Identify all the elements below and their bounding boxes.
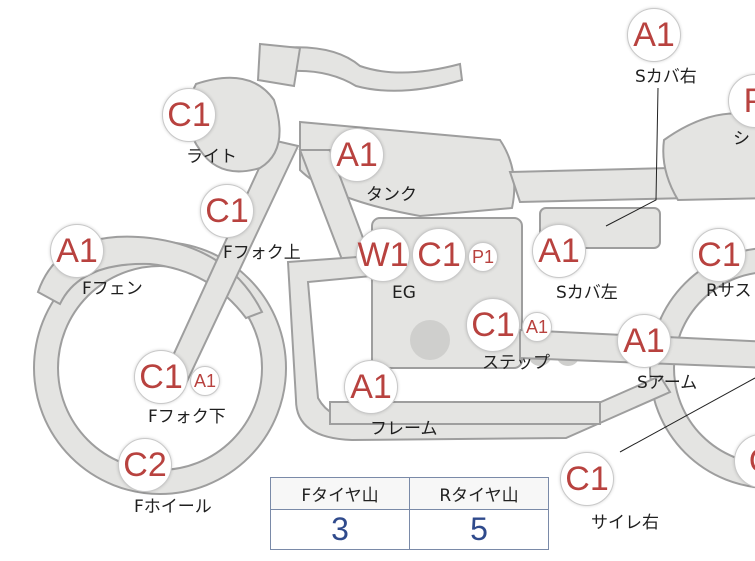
- tire-tread-header-row: Fタイヤ山 Rタイヤ山: [270, 477, 549, 510]
- badge-silencer-right: C1: [560, 452, 614, 506]
- label-silencer-right: サイレ右: [591, 513, 659, 533]
- badge-front-wheel: C2: [118, 438, 172, 492]
- badge-s-arm: A1: [617, 314, 671, 368]
- badge-engine-c: C1: [412, 228, 466, 282]
- badge-rear-sus: C1: [692, 228, 746, 282]
- label-frame: フレーム: [370, 419, 438, 439]
- leader-line-silencer: [619, 377, 755, 453]
- rear-tire-tread-header: Rタイヤ山: [409, 477, 549, 510]
- rear-tire-tread-value: 5: [409, 509, 549, 550]
- label-step: ステップ: [482, 353, 550, 373]
- front-tire-tread-value: 3: [270, 509, 410, 550]
- badge-light: C1: [162, 88, 216, 142]
- exhaust-shape: [329, 401, 601, 425]
- label-s-arm: Sアーム: [637, 373, 698, 393]
- tire-tread-table: Fタイヤ山 Rタイヤ山 3 5: [270, 477, 549, 550]
- badge-s-cover-right: A1: [627, 8, 681, 62]
- badge-fork-lower-a: A1: [190, 366, 220, 396]
- label-rear-sus: Rサス: [706, 281, 752, 301]
- label-s-cover-left: Sカバ左: [556, 283, 618, 303]
- badge-tank: A1: [330, 128, 384, 182]
- badge-front-fender: A1: [50, 224, 104, 278]
- label-fork-lower: Fフォク下: [148, 407, 226, 427]
- label-fork-upper: Fフォク上: [223, 243, 301, 263]
- badge-fork-upper: C1: [200, 184, 254, 238]
- label-s-cover-right: Sカバ右: [635, 67, 697, 87]
- seat-shape: [508, 166, 692, 204]
- badge-s-cover-left: A1: [532, 224, 586, 278]
- badge-engine-p: P1: [468, 242, 498, 272]
- label-front-fender: Fフェン: [82, 279, 143, 299]
- handlebar-shape: [260, 46, 464, 92]
- badge-fork-lower-c: C1: [134, 350, 188, 404]
- label-light: ライト: [186, 147, 237, 167]
- badge-step-c: C1: [466, 298, 520, 352]
- front-tire-tread-header: Fタイヤ山: [270, 477, 410, 510]
- badge-step-a: A1: [522, 312, 552, 342]
- label-tank: タンク: [366, 185, 417, 205]
- label-front-wheel: Fホイール: [134, 497, 212, 517]
- tire-tread-value-row: 3 5: [270, 509, 549, 550]
- label-engine: EG: [392, 283, 416, 303]
- badge-frame: A1: [344, 360, 398, 414]
- label-right-edge-seat: シ: [733, 129, 750, 149]
- leader-line-s-cover-right: [605, 87, 659, 227]
- badge-engine-w: W1: [356, 228, 410, 282]
